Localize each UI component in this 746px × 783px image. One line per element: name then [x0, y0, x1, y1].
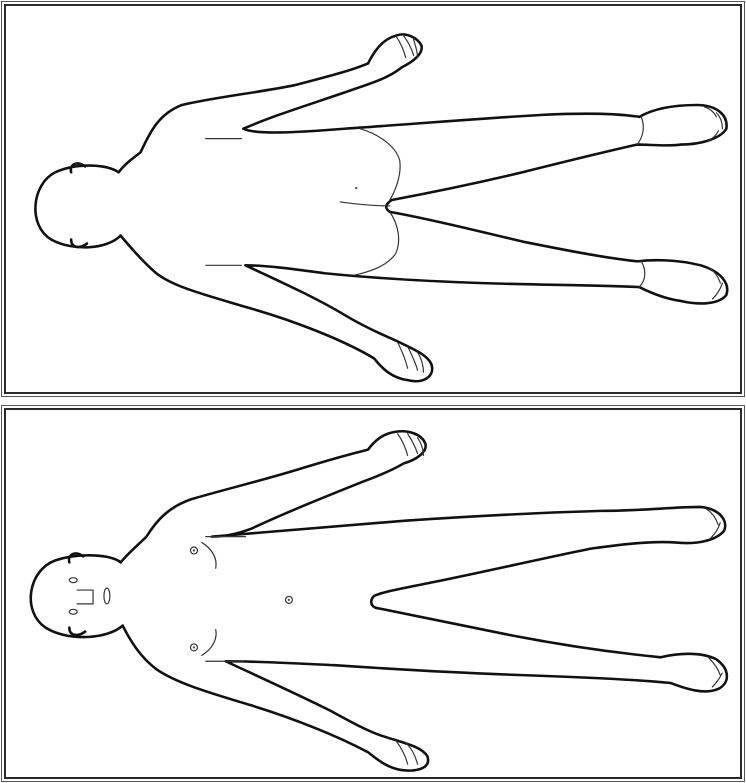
- front-head: [31, 555, 123, 637]
- back-view-panel: [4, 4, 742, 394]
- front-view-figure: [6, 410, 740, 777]
- front-crotch: [371, 596, 376, 608]
- front-fingers-bottom: [396, 740, 418, 764]
- back-left-ankle-line: [637, 117, 643, 145]
- back-right-ankle-line: [639, 261, 645, 287]
- front-eye-top: [69, 578, 77, 583]
- front-navel-center: [288, 599, 290, 601]
- back-head: [35, 166, 120, 248]
- front-view-panel: [4, 408, 742, 779]
- back-view-figure: [6, 6, 740, 392]
- back-upper-side: [119, 34, 727, 200]
- front-mouth: [104, 588, 110, 604]
- front-nipple-top-center: [193, 549, 195, 551]
- front-chest-contour-bottom: [202, 630, 216, 656]
- back-body-outline: [35, 34, 727, 381]
- front-ear-bottom: [69, 628, 85, 635]
- front-chest-contour-top: [202, 543, 216, 569]
- back-buttock-curve-bottom: [354, 212, 398, 275]
- front-eye-bottom: [69, 609, 77, 614]
- back-buttock-curve-top: [360, 129, 400, 200]
- front-nose: [77, 590, 93, 604]
- front-upper-side: [121, 431, 725, 596]
- front-nipple-bottom-center: [193, 646, 195, 648]
- back-ear-bottom: [71, 240, 87, 247]
- back-gluteal-cleft: [340, 202, 389, 206]
- front-body-outline: [31, 431, 727, 770]
- back-dimple: [355, 187, 357, 189]
- front-lower-side: [123, 608, 727, 771]
- back-lower-side: [121, 212, 728, 381]
